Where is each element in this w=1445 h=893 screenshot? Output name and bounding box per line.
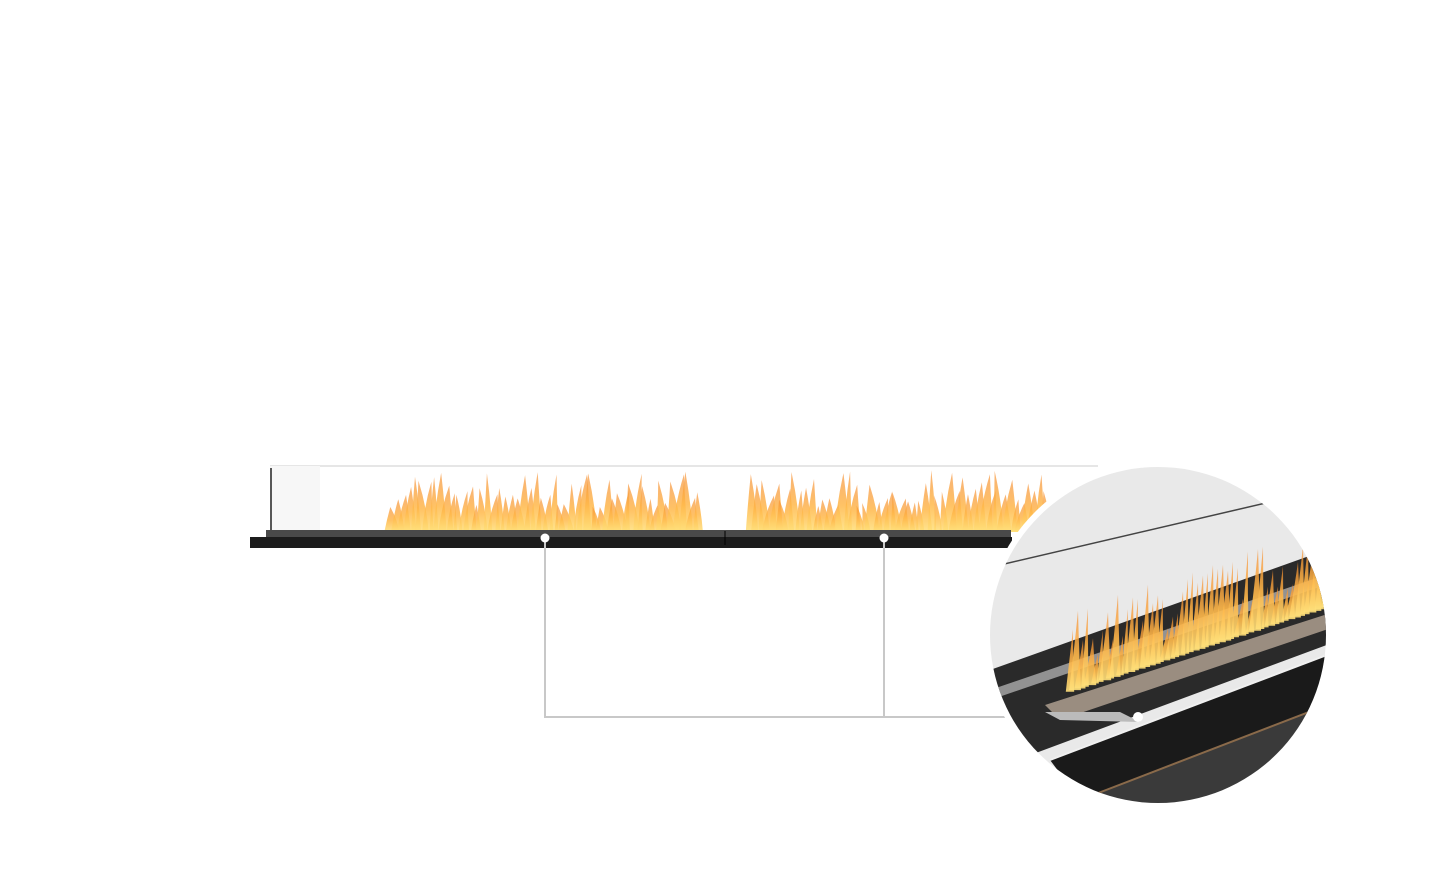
- flame: [1241, 551, 1249, 634]
- flame: [1225, 561, 1235, 639]
- flame: [933, 495, 943, 532]
- flame: [1083, 638, 1097, 686]
- flame: [806, 478, 818, 532]
- flame: [1255, 546, 1265, 630]
- flames-left: [384, 471, 703, 532]
- flame: [1124, 597, 1136, 672]
- callout-dot-detail: [1133, 712, 1143, 722]
- flame: [1264, 569, 1276, 626]
- callout-dot-right: [879, 533, 889, 543]
- flame: [1116, 635, 1124, 676]
- glass-enclosure: [270, 465, 1098, 536]
- flame: [1156, 599, 1164, 663]
- fireplace-base: [250, 530, 1012, 548]
- flame: [567, 483, 577, 532]
- callout-dot-left: [540, 533, 550, 543]
- callout-lines: [544, 538, 1138, 718]
- flame: [1091, 653, 1099, 684]
- flame: [1186, 572, 1194, 653]
- flame: [1275, 565, 1285, 623]
- flame: [1109, 594, 1121, 677]
- flame: [1081, 608, 1089, 687]
- flame: [1098, 612, 1112, 681]
- flame: [1131, 598, 1139, 671]
- burner-detail-view: [984, 461, 1332, 809]
- flames-right: [745, 470, 1052, 532]
- flame: [693, 492, 703, 532]
- flame: [927, 470, 937, 532]
- flame: [1180, 579, 1190, 654]
- flame: [1231, 567, 1239, 638]
